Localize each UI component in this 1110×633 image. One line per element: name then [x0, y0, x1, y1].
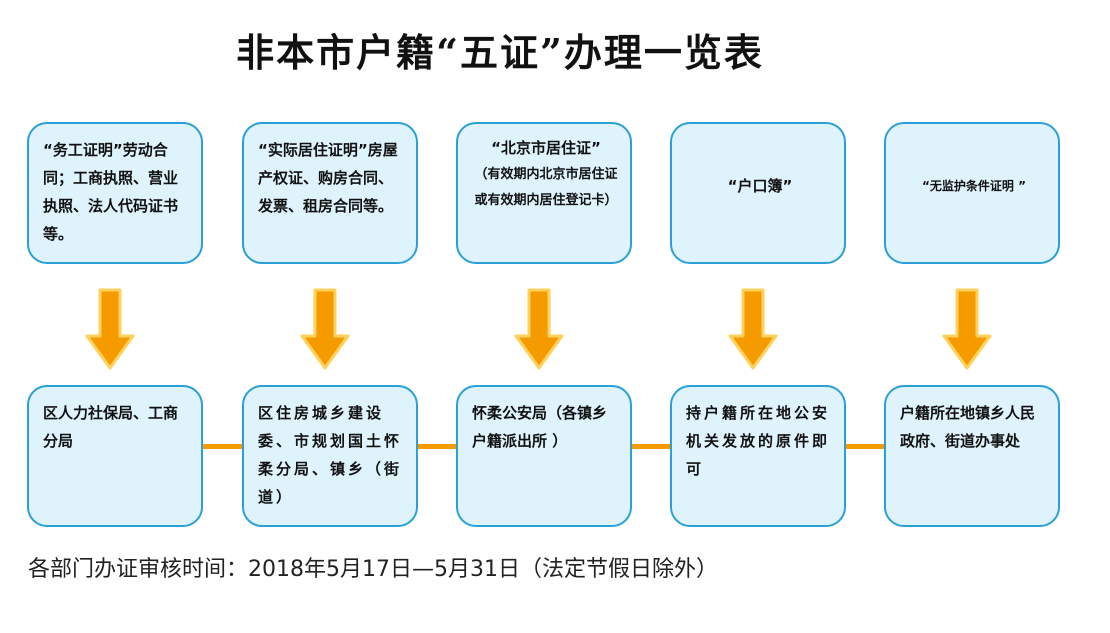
department-text: 持户籍所在地公安机关发放的原件即可: [686, 404, 831, 478]
down-arrow-icon: [514, 288, 564, 370]
down-arrow-icon: [942, 288, 992, 370]
down-arrow-icon: [728, 288, 778, 370]
document-text: “北京市居住证”: [491, 139, 601, 157]
document-box-work-proof: “务工证明”劳动合同；工商执照、营业执照、法人代码证书等。: [27, 122, 203, 264]
connector-line: [846, 444, 884, 449]
department-box-housing: 区住房城乡建设委、市规划国土怀柔分局、镇乡（街道）: [242, 385, 418, 527]
document-subtext: （有效期内北京市居住证或有效期内居住登记卡）: [474, 167, 618, 208]
connector-line: [418, 444, 456, 449]
document-text: “无监护条件证明 ”: [922, 179, 1026, 193]
document-text: “实际居住证明”房屋产权证、购房合同、发票、租房合同等。: [258, 141, 398, 215]
page-title: 非本市户籍“五证”办理一览表: [236, 30, 764, 75]
down-arrow-icon: [300, 288, 350, 370]
document-box-residence-permit: “北京市居住证” （有效期内北京市居住证或有效期内居住登记卡）: [456, 122, 632, 264]
document-box-guardianship-proof: “无监护条件证明 ”: [884, 122, 1060, 264]
department-box-social-security: 区人力社保局、工商分局: [27, 385, 203, 527]
review-period-note: 各部门办证审核时间：2018年5月17日—5月31日（法定节假日除外）: [28, 557, 718, 582]
department-box-township-government: 户籍所在地镇乡人民政府、街道办事处: [884, 385, 1060, 527]
department-text: 区人力社保局、工商分局: [43, 404, 179, 450]
document-box-household-register: “户口簿”: [670, 122, 846, 264]
department-text: 区住房城乡建设委、市规划国土怀柔分局、镇乡（街道）: [258, 404, 403, 506]
down-arrow-icon: [85, 288, 135, 370]
department-box-public-security: 怀柔公安局（各镇乡户籍派出所 ）: [456, 385, 632, 527]
connector-line: [632, 444, 670, 449]
document-text: “户口簿”: [727, 177, 793, 195]
document-text: “务工证明”劳动合同；工商执照、营业执照、法人代码证书等。: [43, 141, 179, 243]
department-box-original-household: 持户籍所在地公安机关发放的原件即可: [670, 385, 846, 527]
document-box-residence-proof: “实际居住证明”房屋产权证、购房合同、发票、租房合同等。: [242, 122, 418, 264]
department-text: 户籍所在地镇乡人民政府、街道办事处: [900, 404, 1036, 450]
department-text: 怀柔公安局（各镇乡户籍派出所 ）: [472, 404, 608, 450]
connector-line: [203, 444, 242, 449]
